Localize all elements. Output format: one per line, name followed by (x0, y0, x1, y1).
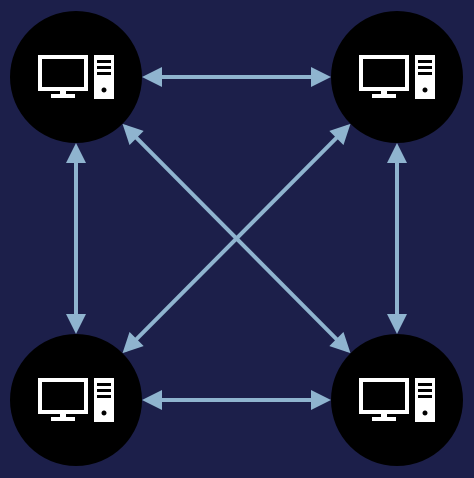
node-top-right (331, 11, 463, 143)
monitor-stand-icon (372, 417, 396, 421)
node-top-left-circle (10, 11, 142, 143)
drive-bay-icon (97, 389, 111, 392)
drive-bay-icon (97, 383, 111, 386)
monitor-neck-icon (60, 89, 66, 95)
power-button-icon (101, 87, 107, 93)
drive-bay-icon (97, 60, 111, 63)
node-bottom-right-circle (331, 334, 463, 466)
node-bottom-right (331, 334, 463, 466)
drive-bay-icon (418, 60, 432, 63)
drive-bay-icon (418, 395, 432, 398)
monitor-neck-icon (381, 412, 387, 418)
monitor-stand-icon (372, 94, 396, 98)
power-button-icon (422, 410, 428, 416)
node-top-right-circle (331, 11, 463, 143)
nodes-layer (10, 11, 463, 466)
desktop-computer-icon (359, 378, 435, 422)
connection-arrow-top-right-to-bottom-left (122, 123, 351, 354)
drive-bay-icon (97, 395, 111, 398)
drive-bay-icon (97, 72, 111, 75)
drive-bay-icon (418, 389, 432, 392)
monitor-neck-icon (381, 89, 387, 95)
drive-bay-icon (418, 383, 432, 386)
node-top-left (10, 11, 142, 143)
power-button-icon (101, 410, 107, 416)
node-bottom-left-circle (10, 334, 142, 466)
desktop-computer-icon (38, 55, 114, 99)
desktop-computer-icon (38, 378, 114, 422)
connections-layer (66, 67, 407, 410)
power-button-icon (422, 87, 428, 93)
node-bottom-left (10, 334, 142, 466)
monitor-neck-icon (60, 412, 66, 418)
drive-bay-icon (418, 72, 432, 75)
desktop-computer-icon (359, 55, 435, 99)
drive-bay-icon (97, 66, 111, 69)
monitor-stand-icon (51, 94, 75, 98)
monitor-stand-icon (51, 417, 75, 421)
drive-bay-icon (418, 66, 432, 69)
